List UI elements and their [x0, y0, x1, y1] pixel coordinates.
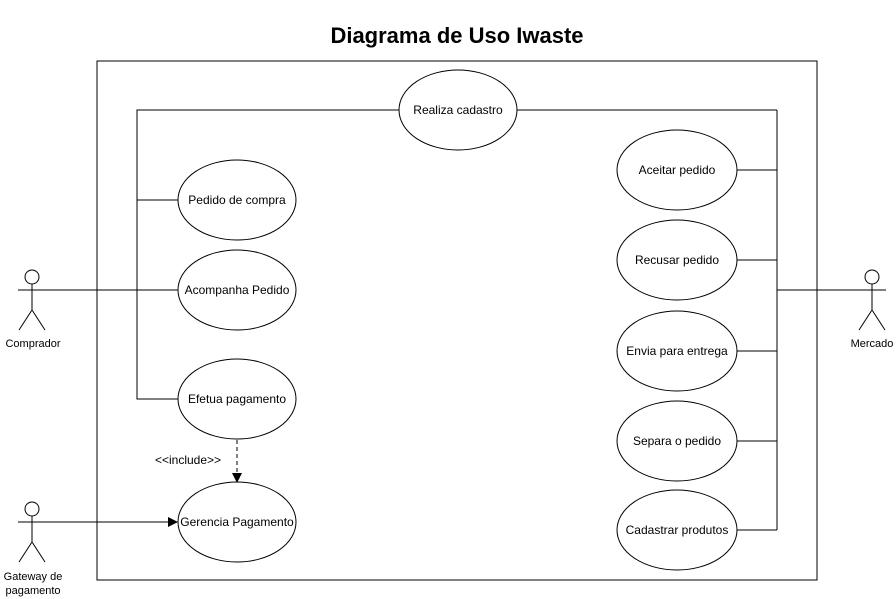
use-case-label: Efetua pagamento — [188, 392, 286, 406]
use-case-cadastrar-produtos[interactable]: Cadastrar produtos — [616, 489, 738, 571]
actor-comprador[interactable]: Comprador — [5, 269, 61, 350]
use-case-label: Realiza cadastro — [413, 103, 503, 117]
use-case-pedido-de-compra[interactable]: Pedido de compra — [177, 159, 297, 241]
stick-figure-icon — [18, 269, 46, 331]
comprador-to-cadastro-line — [136, 109, 399, 290]
use-case-aceitar-pedido[interactable]: Aceitar pedido — [616, 129, 738, 211]
include-label: <<include>> — [155, 453, 221, 467]
comprador-to-pagamento-line — [136, 290, 178, 400]
use-case-label: Gerencia Pagamento — [180, 515, 294, 529]
stick-figure-icon — [858, 269, 886, 331]
use-case-ellipse — [177, 481, 297, 563]
use-case-realiza-cadastro[interactable]: Realiza cadastro — [398, 69, 518, 151]
actor-mercado[interactable]: Mercado — [851, 269, 894, 350]
actor-label: Mercado — [851, 338, 894, 350]
use-case-envia-para-entrega[interactable]: Envia para entrega — [616, 310, 738, 392]
use-case-efetua-pagamento[interactable]: Efetua pagamento — [177, 358, 297, 440]
actor-label: Comprador — [5, 338, 60, 350]
use-case-label: Aceitar pedido — [639, 163, 716, 177]
actor-label-line1: Gateway de — [4, 571, 63, 583]
actor-gateway-de-pagamento[interactable]: Gateway de pagamento — [4, 501, 63, 597]
use-case-ellipse — [177, 159, 297, 241]
use-case-ellipse — [177, 249, 297, 331]
use-case-ellipse — [616, 310, 738, 392]
system-boundary — [96, 60, 818, 581]
use-case-label: Recusar pedido — [635, 253, 719, 267]
use-case-gerencia-pagamento[interactable]: Gerencia Pagamento — [177, 481, 297, 563]
use-case-ellipse — [616, 489, 738, 571]
use-case-label: Cadastrar produtos — [626, 523, 729, 537]
use-case-ellipse — [616, 129, 738, 211]
comprador-connectors — [46, 109, 399, 400]
use-case-label: Acompanha Pedido — [185, 283, 290, 297]
use-case-label: Separa o pedido — [633, 434, 721, 448]
use-case-ellipse — [616, 400, 738, 482]
use-case-ellipse — [398, 69, 518, 151]
use-case-label: Envia para entrega — [626, 344, 728, 358]
actor-label-line2: pagamento — [5, 585, 60, 597]
use-case-acompanha-pedido[interactable]: Acompanha Pedido — [177, 249, 297, 331]
use-case-separa-o-pedido[interactable]: Separa o pedido — [616, 400, 738, 482]
use-case-ellipse — [177, 358, 297, 440]
diagram-title: Diagrama de Uso Iwaste — [330, 23, 583, 48]
use-case-label: Pedido de compra — [188, 193, 286, 207]
mercado-connectors — [517, 109, 872, 531]
use-case-ellipse — [616, 219, 738, 301]
stick-figure-icon — [18, 501, 46, 563]
use-case-recusar-pedido[interactable]: Recusar pedido — [616, 219, 738, 301]
